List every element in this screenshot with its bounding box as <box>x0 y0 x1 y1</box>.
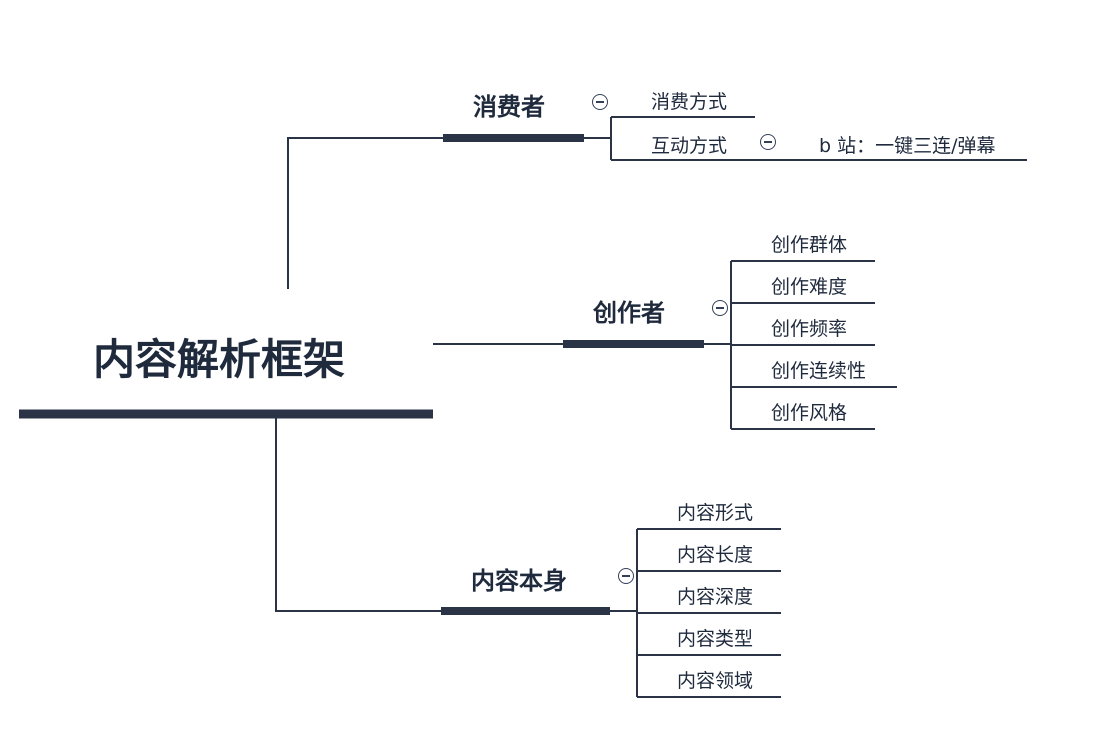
connector-root-consumers <box>287 137 443 289</box>
leaf-creation-continuity[interactable]: 创作连续性 <box>771 360 867 382</box>
branch-creators[interactable]: 创作者 <box>593 299 665 327</box>
collapse-icon-interaction[interactable] <box>760 134 776 150</box>
collapse-icon-creators[interactable] <box>712 300 728 316</box>
leaf-content-length[interactable]: 内容长度 <box>677 544 754 566</box>
branch-content[interactable]: 内容本身 <box>471 567 567 595</box>
leaf-creation-difficulty[interactable]: 创作难度 <box>771 276 848 298</box>
leaf-creation-frequency[interactable]: 创作频率 <box>771 318 848 340</box>
collapse-icon-consumers[interactable] <box>592 94 608 110</box>
collapse-icon-content[interactable] <box>618 568 634 584</box>
leaf-creation-style[interactable]: 创作风格 <box>771 402 848 424</box>
leaf-content-type[interactable]: 内容类型 <box>677 628 754 650</box>
leaf-bilibili-interaction[interactable]: b 站：一键三连/弹幕 <box>819 135 996 157</box>
leaf-content-domain[interactable]: 内容领域 <box>677 670 754 692</box>
branch-consumers[interactable]: 消费者 <box>473 93 545 121</box>
leaf-content-form[interactable]: 内容形式 <box>677 502 754 524</box>
leaf-consumption-mode[interactable]: 消费方式 <box>651 91 728 113</box>
leaf-content-depth[interactable]: 内容深度 <box>677 586 754 608</box>
connector-root-content <box>275 418 441 612</box>
leaf-creator-group[interactable]: 创作群体 <box>771 234 848 256</box>
root-topic[interactable]: 内容解析框架 <box>93 335 346 384</box>
leaf-interaction-mode[interactable]: 互动方式 <box>651 135 728 157</box>
